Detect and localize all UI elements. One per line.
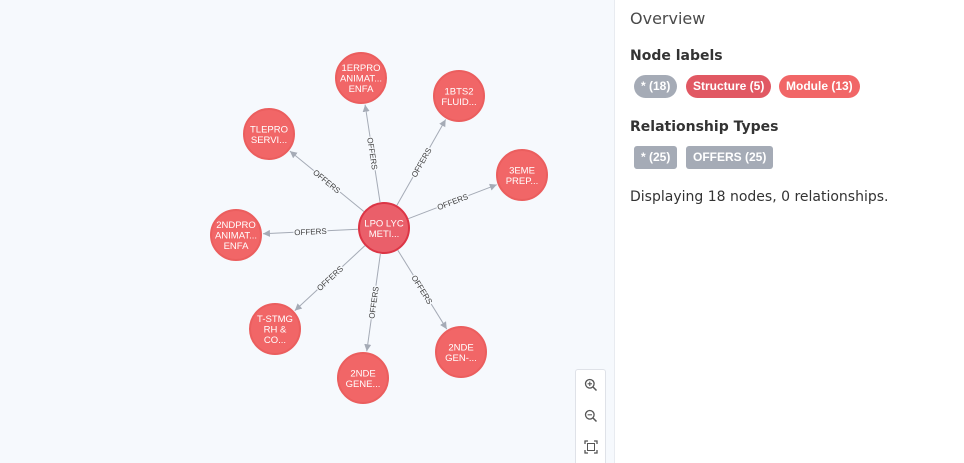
overview-title: Overview	[630, 9, 706, 28]
node-label-module-pill[interactable]: Module (13)	[779, 75, 860, 98]
relationship-types-heading: Relationship Types	[630, 119, 779, 135]
node-label-text: PREP...	[506, 176, 539, 187]
relationship-label: OFFERS	[410, 146, 434, 179]
center-node-label-text: METI...	[369, 229, 400, 240]
zoom-out-button[interactable]	[576, 401, 605, 431]
node-label-text: T-STMG	[257, 314, 293, 325]
node-label-structure-pill[interactable]: Structure (5)	[686, 75, 772, 98]
relationship-label-bg	[310, 166, 344, 196]
relationship-label-bg	[313, 262, 346, 294]
node-label-text: 2NDE	[350, 368, 375, 379]
display-summary: Displaying 18 nodes, 0 relationships.	[630, 189, 889, 205]
graph-node-n7[interactable]: 2NDEGENE...	[337, 352, 389, 404]
relationship-n7[interactable]: OFFERS	[364, 253, 381, 352]
node-label-text: SERVI...	[251, 135, 287, 146]
node-circle	[335, 52, 387, 104]
zoom-out-icon	[584, 409, 597, 423]
relationship-label-bg	[293, 225, 328, 238]
node-label-text: RH &	[264, 325, 287, 336]
relationship-type-all-pill[interactable]: * (25)	[634, 146, 678, 169]
node-label-text: 1ERPRO	[341, 63, 380, 74]
relationship-n8[interactable]: OFFERS	[397, 249, 448, 330]
relationship-label: OFFERS	[365, 137, 379, 170]
node-circle	[243, 108, 295, 160]
node-label-text: 2NDE	[448, 342, 473, 353]
node-label-text: TLEPRO	[250, 124, 288, 135]
relationship-label: OFFERS	[367, 286, 380, 319]
zoom-in-button[interactable]	[576, 370, 605, 400]
relationship-label-bg	[366, 284, 381, 321]
relationship-n6[interactable]: OFFERS	[294, 245, 366, 312]
relationship-label: OFFERS	[315, 264, 345, 293]
node-label-text: 3EME	[509, 165, 535, 176]
relationship-label: OFFERS	[294, 227, 327, 238]
relationship-type-offers-pill[interactable]: OFFERS (25)	[686, 146, 774, 169]
relationship-label-bg	[434, 190, 471, 213]
node-label-text: ENFA	[224, 241, 249, 252]
node-circle	[358, 202, 410, 254]
relationship-n5[interactable]: OFFERS	[262, 225, 359, 238]
node-circle	[249, 303, 301, 355]
node-label-text: GEN-...	[445, 353, 477, 364]
graph-node-center[interactable]: LPO LYCMETI...	[358, 202, 410, 254]
relationship-label: OFFERS	[311, 168, 342, 196]
node-circle	[210, 209, 262, 261]
relationship-label-bg	[365, 135, 381, 172]
node-label-text: 1BTS2	[444, 86, 473, 97]
graph-node-n4[interactable]: 3EMEPREP...	[496, 149, 548, 201]
zoom-controls	[575, 369, 606, 463]
node-label-text: ANIMAT...	[215, 231, 257, 242]
overview-sidebar: Overview Node labels * (18) Structure (5…	[614, 0, 964, 463]
graph-node-n8[interactable]: 2NDEGEN-...	[435, 326, 487, 378]
relationship-n4[interactable]: OFFERS	[408, 183, 497, 220]
zoom-in-icon	[584, 378, 597, 392]
node-label-text: CO...	[264, 335, 286, 346]
node-circle	[433, 70, 485, 122]
relationship-label-bg	[409, 272, 436, 307]
relationship-n3[interactable]: OFFERS	[289, 150, 365, 212]
node-label-all-pill[interactable]: * (18)	[634, 75, 678, 98]
fit-to-screen-button[interactable]	[576, 432, 605, 462]
node-label-text: 2NDPRO	[216, 220, 256, 231]
node-label-text: FLUID...	[441, 97, 476, 108]
relationship-label-bg	[408, 145, 434, 180]
fit-to-screen-icon	[583, 440, 598, 454]
center-node-label-text: LPO LYC	[364, 218, 404, 229]
node-label-text: GENE...	[346, 379, 381, 390]
node-circle	[435, 326, 487, 378]
node-label-text: ENFA	[349, 84, 374, 95]
relationship-label: OFFERS	[436, 192, 470, 212]
graph-node-n3[interactable]: TLEPROSERVI...	[243, 108, 295, 160]
relationship-n1[interactable]: OFFERS	[362, 104, 381, 203]
relationship-label: OFFERS	[409, 274, 434, 306]
node-label-text: ANIMAT...	[340, 74, 382, 85]
node-labels-heading: Node labels	[630, 48, 723, 64]
graph-node-n2[interactable]: 1BTS2FLUID...	[433, 70, 485, 122]
node-circle	[496, 149, 548, 201]
node-circle	[337, 352, 389, 404]
relationship-n2[interactable]: OFFERS	[396, 119, 447, 206]
